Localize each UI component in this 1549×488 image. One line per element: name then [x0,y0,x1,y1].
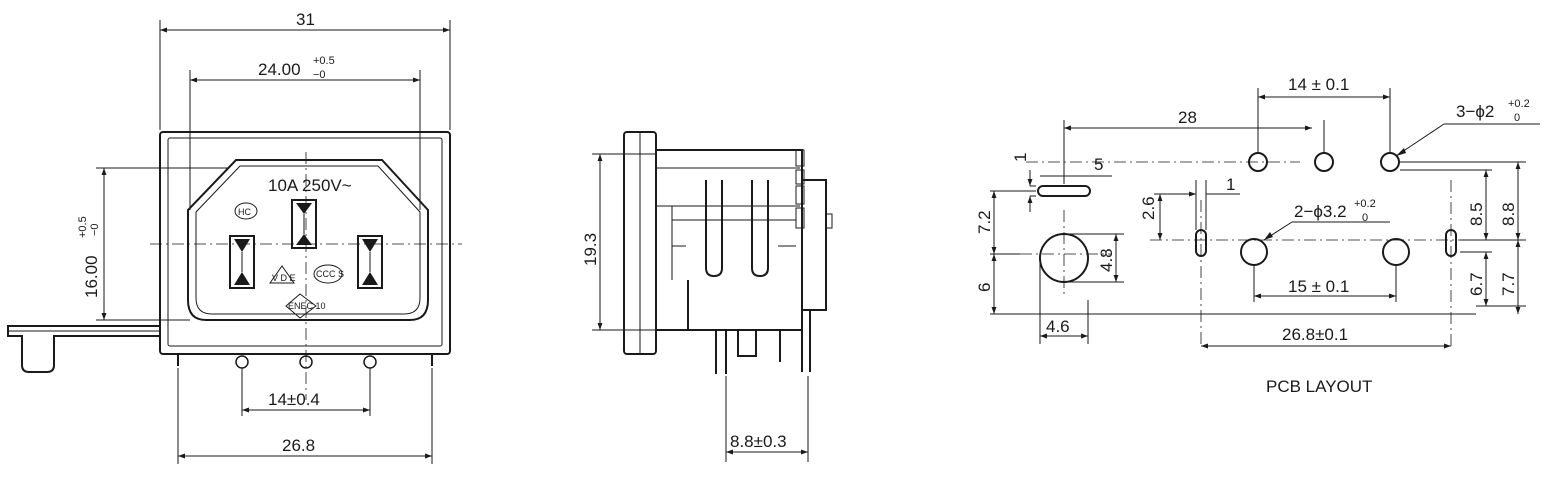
svg-text:8.8±0.3: 8.8±0.3 [730,432,787,451]
dim-right-upper: 8.5 8.8 [1400,161,1526,241]
dim-bracket-width: 26.8 [177,368,433,464]
svg-text:24.00: 24.00 [258,60,301,79]
svg-text:+0.5: +0.5 [77,216,89,238]
svg-text:HC: HC [238,207,251,217]
side-contact-blade-2 [751,180,769,278]
enec-mark: ENEC 10 [285,293,326,319]
pcb-layout: 14 ± 0.1 28 3−ϕ2 +0.2 0 2−ϕ3.2 +0.2 0 [975,75,1540,396]
dim-mid-pitch: 15 ± 0.1 [1253,264,1397,302]
svg-text:19.3: 19.3 [581,233,600,266]
mounting-bracket [7,325,160,373]
dim-pin-offset: 8.8±0.3 [725,376,809,462]
dim-slot-gap: 1 [1180,175,1240,230]
callout-large-holes: 2−ϕ3.2 +0.2 0 [1263,198,1390,241]
svg-text:28: 28 [1178,108,1197,127]
earth-contact [291,199,317,249]
svg-text:4.8: 4.8 [1097,248,1116,272]
svg-text:0: 0 [1514,112,1520,124]
dim-flange-height: 19.3 [581,153,656,331]
dim-slot-width: 1 [1011,153,1036,212]
svg-text:26.8±0.1: 26.8±0.1 [1282,325,1348,344]
side-latch [802,179,827,311]
dim-opening-width: 24.00 +0.5 −0 [189,55,421,210]
svg-text:2−ϕ3.2: 2−ϕ3.2 [1294,202,1347,221]
svg-text:5: 5 [1094,155,1103,174]
dim-left-upper: 7.2 [975,190,1036,254]
rating-label: 10A 250V~ [268,176,352,195]
bottom-pins [177,354,433,369]
inlet-opening-inner [195,165,421,315]
vde-mark: V D E [269,265,296,284]
dim-bottom-span: 26.8±0.1 [1201,325,1451,349]
svg-text:+0.2: +0.2 [1354,198,1376,210]
svg-text:8.5: 8.5 [1467,202,1486,226]
svg-text:8.8: 8.8 [1499,202,1518,226]
inlet-opening-outer [187,159,429,321]
side-view: 19.3 8.8±0.3 [581,131,833,462]
svg-text:14 ± 0.1: 14 ± 0.1 [1288,75,1349,94]
svg-text:1: 1 [1226,175,1235,194]
front-body-outline [159,131,451,355]
svg-text:V D E: V D E [272,273,296,283]
pcb-layout-caption: PCB LAYOUT [1266,377,1372,396]
dim-right-lower: 6.7 7.7 [1460,240,1526,314]
neutral-contact [357,235,383,289]
pcb-slot-right [1445,229,1457,257]
svg-text:31: 31 [296,10,315,29]
svg-text:−0: −0 [313,69,326,81]
dim-peg-offset: 4.6 [1039,260,1089,344]
pcb-slot-top [1037,185,1091,197]
svg-text:7.7: 7.7 [1499,272,1518,296]
svg-text:26.8: 26.8 [282,436,315,455]
svg-text:16.00: 16.00 [82,255,101,298]
pcb-small-hole-2 [1314,152,1334,172]
svg-text:7.2: 7.2 [975,210,994,234]
dim-opening-height: 16.00 +0.5 −0 [77,167,228,321]
svg-text:1: 1 [1011,153,1030,162]
svg-text:CCC S: CCC S [316,269,344,279]
front-view: 10A 250V~ HC V D E CCC S ENEC 10 31 [7,10,462,464]
svg-text:−0: −0 [89,223,101,236]
dim-pcb-top-span: 28 [1063,108,1325,184]
svg-text:14±0.4: 14±0.4 [268,390,320,409]
svg-text:+0.2: +0.2 [1508,98,1530,110]
line-contact [229,235,255,289]
pcb-small-hole-1 [1248,152,1268,172]
pcb-slot-left [1195,229,1207,257]
svg-text:15 ± 0.1: 15 ± 0.1 [1288,277,1349,296]
dim-peg-diameter: 4.8 [1064,233,1124,283]
svg-text:3−ϕ2: 3−ϕ2 [1456,102,1494,121]
dim-overall-width: 31 [159,10,451,130]
pcb-large-hole-2 [1382,238,1410,266]
pcb-small-hole-3 [1380,152,1400,172]
svg-text:ENEC 10: ENEC 10 [288,301,326,311]
dim-left-lower: 6 [975,253,1476,315]
svg-text:4.6: 4.6 [1046,317,1070,336]
callout-small-holes: 3−ϕ2 +0.2 0 [1395,98,1540,157]
svg-text:2.6: 2.6 [1139,196,1158,220]
dim-slot-offset: 2.6 [1139,193,1196,240]
hc-mark: HC [234,202,258,220]
dim-slot-length: 5 [1040,155,1112,177]
svg-text:+0.5: +0.5 [313,55,335,67]
dim-pcb-top-pitch: 14 ± 0.1 [1257,75,1391,152]
pcb-large-hole-1 [1240,238,1268,266]
side-body [655,149,803,331]
ccc-mark: CCC S [313,264,344,284]
side-contact-blade-1 [705,180,723,278]
svg-text:6: 6 [975,283,994,292]
dim-pin-pitch: 14±0.4 [241,368,371,416]
svg-text:0: 0 [1362,212,1368,224]
svg-text:6.7: 6.7 [1467,272,1486,296]
